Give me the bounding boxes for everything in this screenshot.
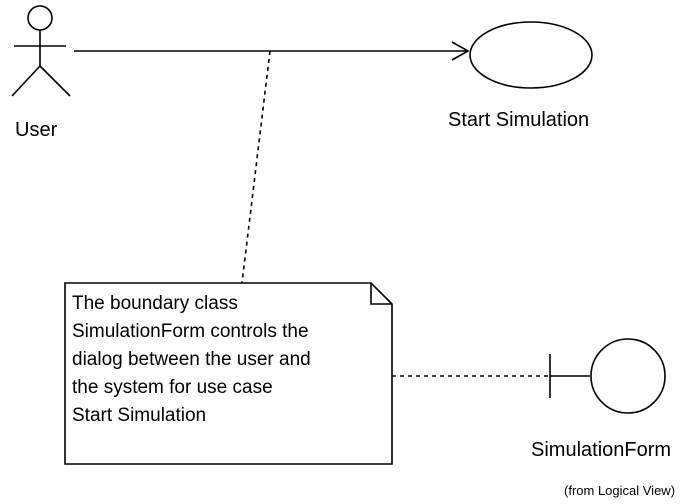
- actor-head: [27, 5, 53, 31]
- boundary-class-simulationform[interactable]: SimulationForm (from Logical View): [531, 338, 675, 498]
- use-case-start-simulation[interactable]: Start Simulation: [448, 21, 593, 131]
- actor-right-leg: [39, 65, 71, 97]
- note-line-2: SimulationForm controls the: [72, 321, 309, 342]
- use-case-label: Start Simulation: [448, 109, 589, 131]
- note-body: [64, 282, 393, 465]
- note-anchor-association: [241, 50, 271, 284]
- note-line-1: The boundary class: [72, 293, 238, 314]
- actor-left-leg: [11, 65, 41, 97]
- note-folded-corner: [370, 283, 392, 305]
- boundary-circle: [590, 338, 666, 414]
- actor-user[interactable]: User: [11, 5, 71, 141]
- association-arrowhead: [451, 41, 470, 61]
- boundary-class-label: SimulationForm: [531, 439, 671, 461]
- boundary-class-package: (from Logical View): [564, 483, 675, 498]
- use-case-ellipse: [469, 21, 593, 89]
- note-line-5: Start Simulation: [72, 405, 206, 426]
- note-line-3: dialog between the user and: [72, 349, 311, 370]
- note[interactable]: The boundary class SimulationForm contro…: [64, 282, 393, 465]
- association-user-start-simulation[interactable]: [74, 41, 470, 61]
- note-line-4: the system for use case: [72, 377, 273, 398]
- actor-label: User: [15, 119, 58, 141]
